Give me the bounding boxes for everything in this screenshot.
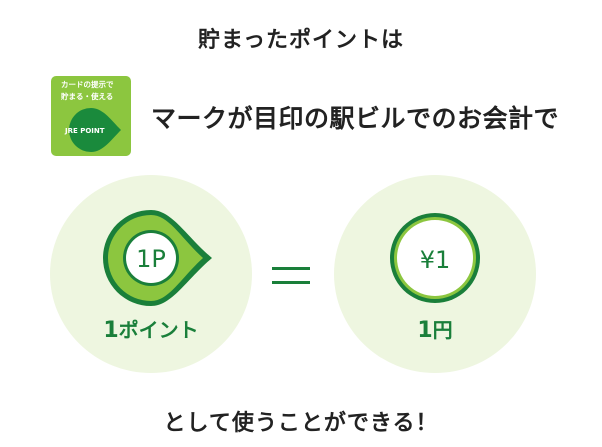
svg-text:¥1: ¥1 [420,246,451,274]
points-label-number: 1 [103,318,119,343]
equals-sign-bottom [272,281,310,284]
page-heading: 貯まったポイントは [197,28,405,53]
footer-text: として使うことができる！ [163,411,439,436]
yen-label-number: 1 [417,318,433,343]
tagline: マークが目印の駅ビルでのお会計で [151,104,560,133]
jre-point-badge: カードの提示で 貯まる・使える JRE POINT [51,76,131,156]
point-drop-icon: 1P [103,210,212,306]
yen-label-unit: 円 [432,318,453,342]
svg-text:カードの提示で: カードの提示で [61,79,114,89]
yen-coin-icon: ¥1 [390,213,480,303]
equals-sign-top [272,267,310,270]
points-label-unit: ポイント [118,318,199,342]
svg-text:貯まる・使える: 貯まる・使える [61,91,113,101]
points-label: 1ポイント [100,314,202,343]
svg-text:JRE POINT: JRE POINT [64,127,105,135]
yen-label: 1円 [384,314,486,343]
svg-text:1P: 1P [136,245,166,273]
jre-point-logo-icon: カードの提示で 貯まる・使える JRE POINT [51,76,131,156]
